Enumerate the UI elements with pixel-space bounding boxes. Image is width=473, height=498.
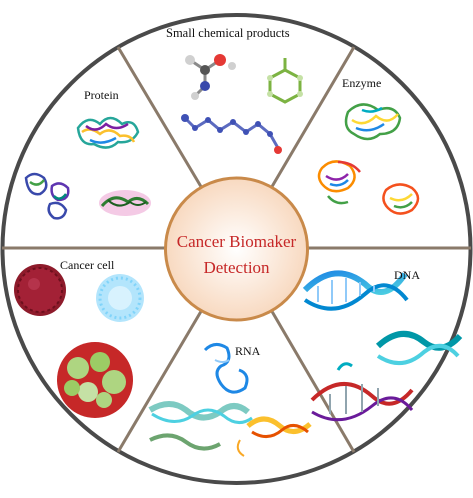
center-title-line1: Cancer Biomaker — [176, 232, 297, 251]
label-rna: RNA — [235, 344, 261, 358]
center-title-line2: Detection — [203, 258, 270, 277]
label-protein: Protein — [84, 88, 119, 102]
protein-structures-icon — [24, 116, 151, 220]
center-circle — [164, 176, 309, 322]
label-dna: DNA — [394, 268, 420, 282]
chemical-molecules-icon — [181, 54, 303, 154]
label-cancer-cell: Cancer cell — [60, 258, 115, 272]
label-enzyme: Enzyme — [342, 76, 382, 90]
segment-dividers — [2, 46, 471, 453]
rna-structures-icon — [148, 343, 312, 457]
dna-helices-icon — [302, 270, 463, 422]
label-small-chemical-products: Small chemical products — [166, 26, 290, 40]
cancer-cell-images-icon — [14, 264, 144, 418]
enzyme-structures-icon — [317, 103, 420, 215]
